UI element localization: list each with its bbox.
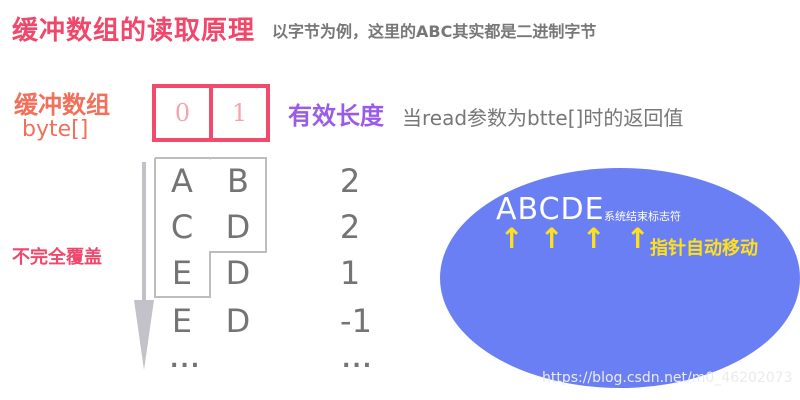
- continuation-cells: ...: [170, 348, 202, 373]
- valid-length-description: 当read参数为btte[]时的返回值: [402, 106, 684, 130]
- partial-overwrite-label: 不完全覆盖: [12, 247, 102, 268]
- input-stream-ellipse: [440, 168, 800, 388]
- buffer-index-box: 0 1: [152, 84, 270, 142]
- read-3-cell-1: D: [225, 254, 251, 292]
- continuation-result: ...: [342, 348, 374, 373]
- pointer-label: 指针自动移动: [650, 238, 758, 259]
- read-2-result: 2: [339, 208, 361, 246]
- pointer-arrow-icon: ↑: [626, 222, 650, 255]
- diagram-title: 缓冲数组的读取原理: [12, 16, 256, 46]
- read-1-cell-1: B: [227, 162, 249, 200]
- read-3-cell-0: E: [171, 254, 193, 292]
- read-1-result: 2: [339, 162, 361, 200]
- buffer-index-0: 0: [174, 99, 191, 127]
- read-4-cell-1: D: [225, 302, 251, 340]
- pointer-arrow-icon: ↑: [500, 222, 524, 255]
- stream-letters: ABCDE: [496, 192, 605, 227]
- down-arrow-icon: [134, 300, 154, 370]
- buffer-type: byte[]: [22, 117, 89, 142]
- buffer-label: 缓冲数组: [14, 91, 110, 119]
- pointer-arrow-icon: ↑: [582, 222, 606, 255]
- read-2-cell-0: C: [170, 208, 194, 246]
- buffer-index-1: 1: [209, 88, 266, 138]
- overwrite-bracket: [154, 157, 267, 298]
- read-3-result: 1: [339, 254, 361, 292]
- end-marker-note: 系统结束标志符: [604, 210, 681, 223]
- pointer-arrow-icon: ↑: [540, 222, 564, 255]
- read-direction-arrow-shaft: [142, 162, 146, 312]
- read-4-cell-0: E: [171, 302, 193, 340]
- diagram-subtitle: 以字节为例，这里的ABC其实都是二进制字节: [272, 22, 597, 41]
- read-2-cell-1: D: [225, 208, 251, 246]
- watermark: https://blog.csdn.net/m0_46202073: [542, 370, 793, 386]
- read-1-cell-0: A: [171, 162, 193, 200]
- read-4-result: -1: [340, 302, 372, 340]
- valid-length-heading: 有效长度: [288, 102, 384, 130]
